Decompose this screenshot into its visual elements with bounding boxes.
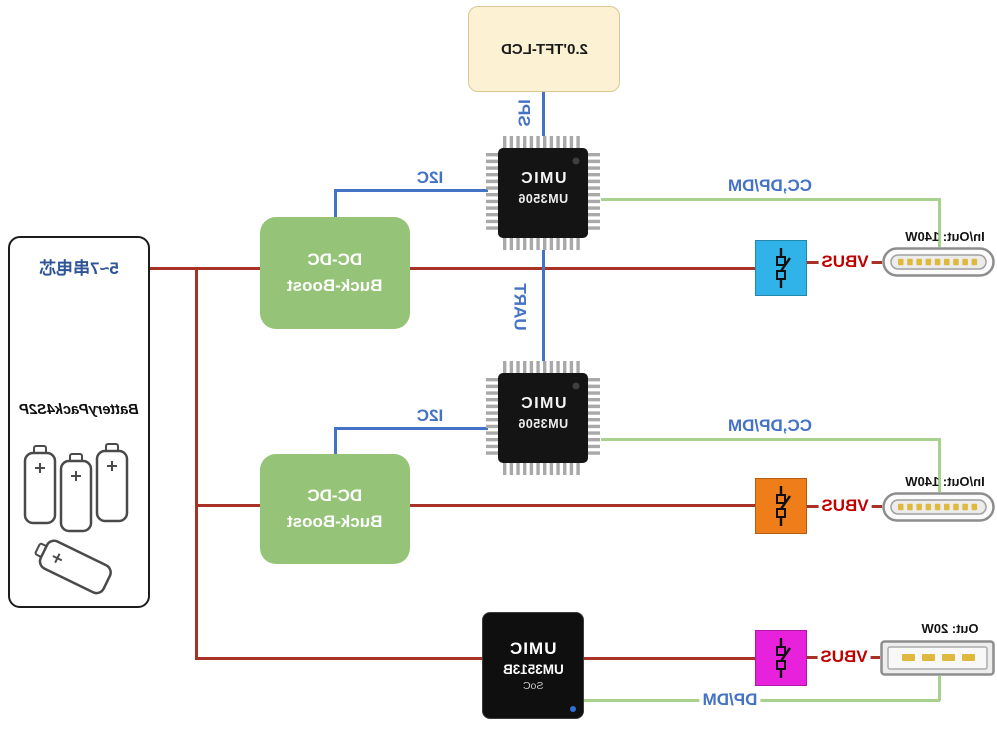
dcdc2-label: DC-DC Buck-Boost (287, 483, 382, 536)
uart-wire-chip1-to-chip2 (542, 250, 545, 361)
battery-pack-name-label: BatteryPack4S2P (19, 402, 139, 418)
switch-icon (776, 638, 791, 678)
uart-bus-label-text: UART (511, 283, 530, 331)
usb-c-port-2 (882, 492, 995, 527)
soc-brand: UMIC (509, 639, 557, 658)
soc-type: SoC (522, 680, 544, 692)
chip2-brand: UMIC (519, 395, 567, 412)
dcdc2-line2: Buck-Boost (287, 512, 383, 531)
chip1-part: UM3506 (517, 192, 569, 206)
load-switch-3 (755, 630, 807, 686)
vbus-label-top: VBUS (818, 252, 872, 271)
usb-data-wire-soc-rise (938, 676, 941, 701)
usb-c-connector-icon (882, 247, 995, 277)
vbus-wire-trunk-to-soc (195, 657, 482, 660)
usb-data-wire-soc (582, 699, 940, 702)
switch-icon (776, 248, 791, 288)
spi-bus-label: SPI (504, 90, 544, 136)
i2c-label-mid: I2C (416, 406, 444, 425)
usb-data-wire-chip2 (601, 438, 940, 441)
dcdc2-line1: DC-DC (307, 485, 363, 505)
battery-cells-count-label: 5~7串电芯 (39, 259, 119, 278)
typec-port2-label: In/Out: 140W (905, 474, 985, 489)
vbus-wire-battery-to-dcdc1 (146, 267, 260, 270)
vbus-label-bottom: VBUS (817, 647, 871, 666)
vbus-label-mid: VBUS (818, 496, 872, 515)
usb-data-wire-chip1 (601, 198, 940, 201)
chip2-part: UM3506 (517, 417, 569, 431)
dcdc1-line1: DC-DC (307, 249, 363, 269)
mcu-um3506-1: UMIC UM3506 (483, 133, 603, 253)
usb-data-wire-chip2-drop (938, 438, 941, 492)
vbus-wire-dcdc1-to-switch1 (410, 267, 755, 270)
typec-port1-label: In/Out: 140W (905, 229, 985, 244)
load-switch-1 (755, 240, 807, 296)
dcdc-buck-boost-1: DC-DC Buck-Boost (260, 217, 410, 329)
i2c-wire-to-chip1 (334, 189, 488, 192)
qfp-package-icon (486, 361, 600, 475)
uart-bus-label: UART (498, 276, 542, 338)
switch-icon (776, 486, 791, 526)
soc-um3513b: UMIC UM3513B SoC (482, 612, 584, 719)
soc-part: UM3513B (502, 662, 564, 677)
mcu-um3506-2: UMIC UM3506 (483, 358, 603, 478)
load-switch-2 (755, 478, 807, 534)
dcdc1-label: DC-DC Buck-Boost (287, 247, 382, 300)
vbus-trunk-wire (195, 267, 198, 660)
usb-a-port (880, 640, 995, 681)
usb-a-connector-icon (880, 640, 995, 676)
dcdc-buck-boost-2: DC-DC Buck-Boost (260, 454, 410, 564)
dp-dm-label-bottom: DP/DM (699, 690, 761, 709)
i2c-wire-dcdc1-vertical (334, 189, 337, 218)
i2c-wire-dcdc2-vertical (334, 427, 337, 454)
usb-c-port-1 (882, 247, 995, 282)
lcd-label: 2.0'TFT-LCD (500, 40, 588, 58)
tft-lcd-module: 2.0'TFT-LCD (468, 6, 620, 92)
spi-bus-label-text: SPI (515, 99, 534, 127)
vbus-wire-dcdc2-to-switch2 (410, 504, 755, 507)
usb-data-wire-chip1-drop (938, 198, 941, 247)
i2c-label-top: I2C (416, 168, 444, 187)
battery-pack: 5~7串电芯 BatteryPack4S2P (8, 236, 150, 608)
soc-pin1-dot (570, 706, 576, 712)
cc-dp-dm-label-top: CC,DP/DM (727, 176, 813, 195)
chip1-brand: UMIC (519, 170, 567, 187)
qfp-package-icon (486, 136, 600, 250)
cc-dp-dm-label-mid: CC,DP/DM (727, 416, 813, 435)
spi-wire-lcd-to-chip1 (542, 90, 545, 136)
i2c-wire-to-chip2 (334, 427, 488, 430)
vbus-wire-trunk-to-dcdc2 (195, 504, 260, 507)
usb-c-connector-icon (882, 492, 995, 522)
vbus-wire-soc-to-switch3 (582, 657, 755, 660)
usba-port-label: Out: 20W (921, 621, 979, 636)
battery-cells-icon (23, 442, 129, 596)
dcdc1-line2: Buck-Boost (287, 276, 383, 295)
